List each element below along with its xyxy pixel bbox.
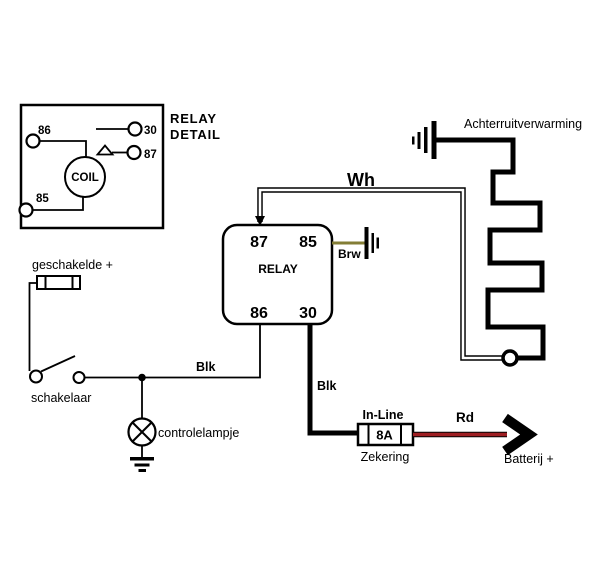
terminal-30-label: 30 [144,125,157,137]
switch-label: schakelaar [31,391,91,405]
control-lamp-branch: controlelampje [127,381,239,472]
ground-85-bar2 [371,233,374,253]
red-wire-battery: Rd Batterij + [413,410,554,466]
control-lamp-label: controlelampje [158,426,239,440]
wire-86-to-coil [39,140,87,158]
black-wire-battery [307,324,358,436]
ground-85-bar3 [376,237,379,249]
inline-fuse-bottom-label: Zekering [361,450,410,464]
ground-heater-bar4 [412,136,415,145]
terminal-30 [127,121,143,137]
terminal-86-label: 86 [38,125,51,137]
rear-window-heater: Achterruitverwarming [412,117,582,367]
wire-fuse-to-switch [28,282,37,371]
black-wire-battery-branch: Blk [307,324,358,436]
battery-arrow-icon [502,413,538,456]
brown-wire-label: Brw [338,247,361,261]
switch-contact-right [72,371,86,384]
ground-lamp-bar3 [138,469,146,472]
junction-dot [138,373,146,382]
relay-detail-title-line1: RELAY [170,111,217,126]
inline-fuse: In-Line 8A Zekering [356,408,415,464]
relay-detail-title-line2: DETAIL [170,127,221,142]
terminal-86 [25,133,41,149]
lamp-x-diag2 [131,421,153,443]
red-wire-label: Rd [456,410,474,425]
inline-fuse-top-label: In-Line [363,408,404,422]
ground-heater-icon [431,121,437,159]
brown-wire-ground: Brw [332,227,379,261]
heater-terminal [501,349,519,367]
relay-pin-87: 87 [250,234,268,251]
terminal-85-label: 85 [36,193,49,205]
black-wire-battery-label: Blk [317,379,337,393]
contact-arrow-symbol [95,144,115,156]
black-wire-switch [84,324,261,379]
terminal-87-label: 87 [144,149,157,161]
ground-lamp-bar2 [134,463,150,467]
heater-label: Achterruitverwarming [464,117,582,131]
white-wire-label: Wh [347,170,375,190]
terminal-87 [126,144,142,161]
relay-main: 87 85 RELAY 86 30 [221,223,334,326]
black-wire-switch-branch: Blk [84,324,261,382]
white-wire: Wh [255,170,504,361]
battery-plus-label: Batterij + [504,452,554,466]
switch-contact-left [29,369,43,384]
ground-85-icon [364,227,369,259]
switch-lever [40,355,76,373]
relay-pin-30: 30 [299,305,317,322]
ground-heater-bar2 [424,127,428,153]
wire-85-to-coil [32,197,84,211]
black-wire-switch-label: Blk [196,360,216,374]
coil-symbol [64,156,106,198]
ground-lamp-icon [130,457,154,461]
relay-detail: COIL 86 85 30 87 RELAY DETAIL [18,103,221,230]
relay-pin-86: 86 [250,305,268,322]
relay-label: RELAY [258,262,298,276]
heater-element-zigzag [436,137,546,361]
relay-box [221,223,334,326]
inline-fuse-rating: 8A [376,428,393,443]
relay-pin-85: 85 [299,234,317,251]
switched-plus-label: geschakelde + [32,258,113,272]
terminal-85 [18,202,34,218]
switched-plus-branch: geschakelde + schakelaar [28,258,113,405]
coil-label: COIL [71,172,98,184]
wire-arrowhead [255,216,265,226]
fuse-symbol [36,275,81,290]
ground-heater-bar3 [417,132,421,149]
white-wire-core [258,188,504,360]
